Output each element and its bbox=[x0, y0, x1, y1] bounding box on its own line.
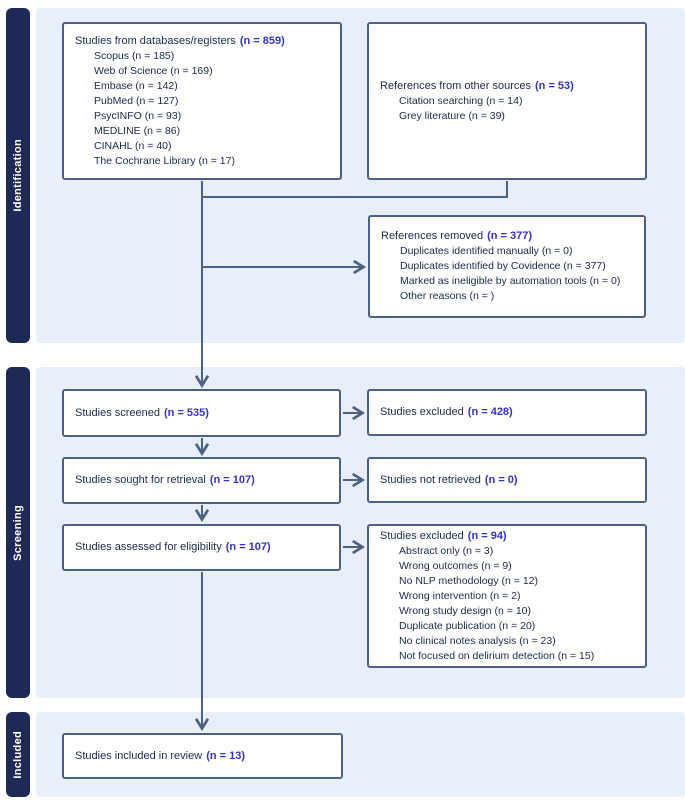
list-item: Abstract only (n = 3) bbox=[399, 544, 494, 557]
list-item: Web of Science (n = 169) bbox=[94, 64, 213, 77]
list-item: Wrong study design (n = 10) bbox=[399, 604, 532, 617]
list-item: Wrong outcomes (n = 9) bbox=[399, 559, 512, 572]
list-item: Marked as ineligible by automation tools… bbox=[400, 275, 621, 287]
list-item: MEDLINE (n = 86) bbox=[94, 124, 181, 137]
box-title-label: References from other sources bbox=[380, 79, 532, 92]
box-count: (n = 107) bbox=[209, 474, 255, 486]
list-item: The Cochrane Library (n = 17) bbox=[94, 154, 235, 167]
box-title-label: Studies included in review bbox=[75, 749, 203, 762]
phase-label-identification: Identification bbox=[12, 139, 24, 212]
box-title-label: Studies excluded bbox=[380, 406, 464, 418]
list-item: PsycINFO (n = 93) bbox=[94, 109, 182, 122]
box-title-label: Studies assessed for eligibility bbox=[75, 541, 222, 553]
list-item: Not focused on delirium detection (n = 1… bbox=[399, 649, 595, 662]
box-title-label: References removed bbox=[381, 230, 484, 242]
box-title: References removed(n = 377) bbox=[381, 229, 634, 244]
box-count: (n = 94) bbox=[467, 529, 507, 542]
box-title: Studies screened (n = 535) bbox=[75, 406, 329, 421]
box-title: Studies excluded(n = 94) bbox=[380, 529, 635, 544]
box-title: Studies excluded(n = 428) bbox=[380, 405, 635, 420]
connector-other-sources-merge bbox=[203, 181, 508, 198]
box-count: (n = 859) bbox=[239, 34, 285, 47]
box-title-label: Studies screened bbox=[75, 406, 160, 419]
box-item-list: Abstract only (n = 3) Wrong outcomes (n … bbox=[399, 544, 635, 664]
box-studies-screened: Studies screened (n = 535) bbox=[62, 389, 341, 437]
box-studies-not-retrieved: Studies not retrieved(n = 0) bbox=[367, 457, 647, 503]
list-item: Citation searching (n = 14) bbox=[399, 94, 523, 107]
box-studies-assessed-eligibility: Studies assessed for eligibility(n = 107… bbox=[62, 524, 341, 571]
phase-label-screening: Screening bbox=[12, 504, 24, 561]
box-studies-sought-retrieval: Studies sought for retrieval(n = 107) bbox=[62, 457, 341, 504]
list-item: CINAHL (n = 40) bbox=[94, 139, 172, 152]
list-item: Wrong intervention (n = 2) bbox=[399, 589, 521, 602]
phase-bar-identification: Identification bbox=[6, 8, 30, 343]
box-title: Studies sought for retrieval(n = 107) bbox=[75, 473, 329, 488]
box-studies-from-databases: Studies from databases/registers(n = 859… bbox=[62, 22, 342, 180]
phase-bar-included: Included bbox=[6, 712, 30, 797]
box-studies-excluded-eligibility: Studies excluded(n = 94) Abstract only (… bbox=[367, 524, 647, 668]
box-title: Studies not retrieved(n = 0) bbox=[380, 473, 635, 488]
box-title: Studies from databases/registers(n = 859… bbox=[75, 34, 330, 49]
list-item: PubMed (n = 127) bbox=[94, 94, 179, 107]
box-title-label: Studies not retrieved bbox=[380, 473, 481, 486]
box-title-label: Studies sought for retrieval bbox=[75, 474, 206, 486]
box-references-other-sources: References from other sources(n = 53) Ci… bbox=[367, 22, 647, 180]
box-count: (n = 535) bbox=[164, 406, 209, 419]
list-item: Duplicate publication (n = 20) bbox=[399, 619, 536, 632]
box-count: (n = 53) bbox=[535, 79, 574, 92]
box-references-removed: References removed(n = 377) Duplicates i… bbox=[368, 215, 646, 318]
box-item-list: Duplicates identified manually (n = 0) D… bbox=[400, 244, 634, 304]
list-item: Grey literature (n = 39) bbox=[399, 109, 505, 122]
list-item: Embase (n = 142) bbox=[94, 79, 178, 92]
box-title: References from other sources(n = 53) bbox=[380, 79, 635, 94]
box-title-label: Studies excluded bbox=[380, 529, 464, 542]
box-studies-included-review: Studies included in review(n = 13) bbox=[62, 733, 343, 779]
box-title-label: Studies from databases/registers bbox=[75, 34, 236, 47]
list-item: Other reasons (n = ) bbox=[400, 290, 495, 302]
list-item: Duplicates identified manually (n = 0) bbox=[400, 245, 573, 257]
box-count: (n = 13) bbox=[206, 749, 246, 762]
box-item-list: Scopus (n = 185) Web of Science (n = 169… bbox=[94, 49, 330, 169]
box-studies-excluded-screening: Studies excluded(n = 428) bbox=[367, 389, 647, 436]
list-item: No clinical notes analysis (n = 23) bbox=[399, 634, 556, 647]
box-item-list: Citation searching (n = 14) Grey literat… bbox=[399, 94, 635, 124]
box-title: Studies included in review(n = 13) bbox=[75, 749, 331, 764]
box-count: (n = 377) bbox=[487, 230, 533, 242]
list-item: Scopus (n = 185) bbox=[94, 49, 175, 62]
box-count: (n = 0) bbox=[484, 473, 518, 486]
list-item: Duplicates identified by Covidence (n = … bbox=[400, 260, 606, 272]
phase-label-included: Included bbox=[12, 730, 24, 779]
box-count: (n = 428) bbox=[467, 406, 513, 418]
box-count: (n = 107) bbox=[225, 541, 271, 553]
box-title: Studies assessed for eligibility(n = 107… bbox=[75, 540, 329, 555]
list-item: No NLP methodology (n = 12) bbox=[399, 574, 539, 587]
phase-bar-screening: Screening bbox=[6, 367, 30, 698]
